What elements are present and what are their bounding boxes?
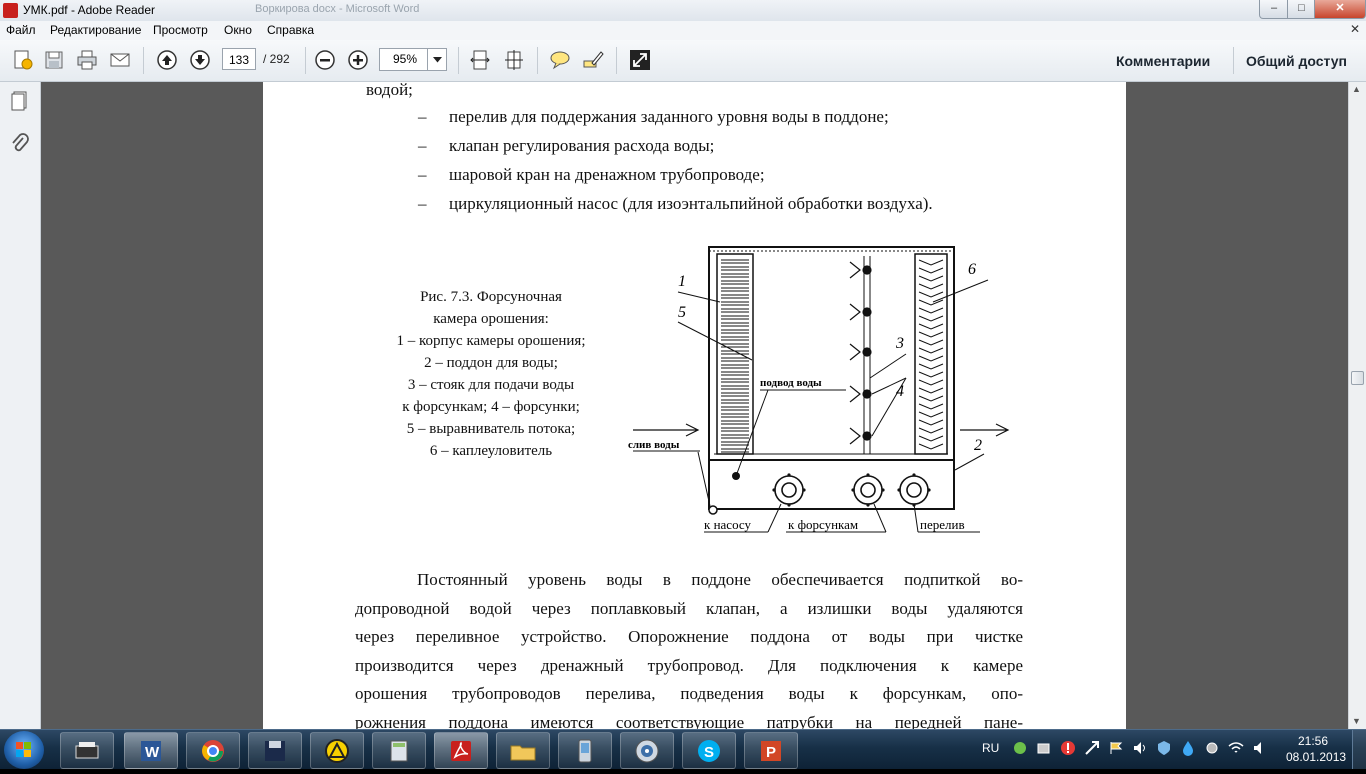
tray-app-icon[interactable] — [1012, 740, 1028, 756]
bullet-item: перелив для поддержания заданного уровня… — [449, 107, 889, 126]
taskbar-save-icon[interactable] — [248, 732, 302, 769]
body-paragraph: Постоянный уровень воды в поддоне обеспе… — [355, 570, 1023, 729]
zoom-out-icon[interactable] — [313, 48, 337, 72]
clock-time[interactable]: 21:56 — [1298, 734, 1329, 748]
wifi-icon[interactable] — [1228, 740, 1244, 756]
taskbar-folder-icon[interactable] — [496, 732, 550, 769]
svg-text:к насосу: к насосу — [704, 517, 751, 532]
page-total: / 292 — [263, 52, 290, 66]
zoom-select[interactable]: 95% — [379, 48, 447, 71]
scroll-up-icon[interactable]: ▲ — [1352, 84, 1361, 94]
highlight-icon[interactable] — [581, 48, 605, 72]
show-desktop-button[interactable] — [1352, 730, 1366, 769]
menu-window[interactable]: Окно — [224, 23, 252, 37]
menu-help[interactable]: Справка — [267, 23, 315, 37]
security-icon[interactable] — [1156, 740, 1172, 756]
svg-text:к форсункам: к форсункам — [788, 517, 858, 532]
scroll-thumb[interactable] — [1351, 371, 1364, 385]
svg-text:6: 6 — [968, 261, 976, 278]
fit-width-icon[interactable] — [468, 48, 492, 72]
svg-text:4: 4 — [896, 383, 904, 400]
svg-text:подвод воды: подвод воды — [760, 377, 822, 389]
document-viewport[interactable]: водой; – перелив для поддержания заданно… — [41, 82, 1348, 729]
tray-settings-icon[interactable] — [1204, 740, 1220, 756]
speaker-icon[interactable] — [1252, 740, 1268, 756]
svg-text:перелив: перелив — [920, 517, 965, 532]
menu-file[interactable]: Файл — [6, 23, 36, 37]
alert-icon[interactable] — [1060, 740, 1076, 756]
minimize-button[interactable]: ‒ — [1259, 0, 1289, 19]
taskbar-adobe-reader-icon[interactable] — [434, 732, 488, 769]
previous-page-icon[interactable] — [155, 48, 179, 72]
taskbar-chrome-icon[interactable] — [186, 732, 240, 769]
taskbar-skype-icon[interactable]: S — [682, 732, 736, 769]
bullet-item: циркуляционный насос (для изоэнтальпийно… — [449, 194, 933, 213]
save-icon[interactable] — [42, 48, 66, 72]
comments-button[interactable]: Комментарии — [1116, 53, 1211, 69]
title-bar: УМК.pdf - Adobe Reader Воркирова dоcx - … — [0, 0, 1366, 22]
fullscreen-icon[interactable] — [628, 48, 652, 72]
menu-view[interactable]: Просмотр — [153, 23, 208, 37]
email-icon[interactable] — [108, 48, 132, 72]
zoom-value: 95% — [392, 52, 418, 66]
bullet-item: клапан регулирования расхода воды; — [449, 136, 715, 155]
comment-icon[interactable] — [548, 48, 572, 72]
close-window-button[interactable]: ✕ — [1314, 0, 1366, 19]
battery-icon[interactable] — [1036, 740, 1052, 756]
create-pdf-icon[interactable] — [10, 48, 34, 72]
taskbar-scanner-icon[interactable] — [60, 732, 114, 769]
spray-chamber-diagram: 1 5 6 3 4 2 подвод воды слив воды к насо… — [628, 246, 1010, 533]
taskbar-app-icon[interactable] — [310, 732, 364, 769]
fit-page-icon[interactable] — [502, 48, 526, 72]
zoom-in-icon[interactable] — [346, 48, 370, 72]
window-title: УМК.pdf - Adobe Reader — [23, 3, 156, 17]
text-fragment: водой; — [366, 82, 413, 99]
start-button[interactable] — [4, 731, 44, 769]
page-thumbnails-icon[interactable] — [8, 89, 32, 113]
svg-text:2: 2 — [974, 437, 982, 454]
toolbar: Комментарии Общий доступ — [0, 40, 1366, 82]
taskbar-word-icon[interactable]: W — [124, 732, 178, 769]
adobe-reader-icon — [3, 3, 18, 18]
background-window-title: Воркирова dоcx - Microsoft Word — [255, 3, 420, 15]
svg-text:S: S — [704, 744, 714, 761]
attachments-icon[interactable] — [8, 132, 32, 156]
menu-bar: Файл Редактирование Просмотр Окно Справк… — [0, 21, 1366, 41]
figure-caption: Рис. 7.3. Форсуночная камера орошения: 1… — [396, 289, 586, 459]
next-page-icon[interactable] — [188, 48, 212, 72]
menu-edit[interactable]: Редактирование — [50, 23, 142, 37]
tray-arrow-icon[interactable] — [1084, 740, 1100, 756]
pdf-page: водой; – перелив для поддержания заданно… — [263, 82, 1126, 729]
svg-text:слив воды: слив воды — [628, 439, 680, 451]
taskbar-media-icon[interactable] — [620, 732, 674, 769]
svg-text:P: P — [766, 744, 776, 761]
maximize-button[interactable]: □ — [1287, 0, 1316, 19]
taskbar-phone-icon[interactable] — [558, 732, 612, 769]
navigation-pane — [0, 82, 41, 729]
network-flag-icon[interactable] — [1108, 740, 1124, 756]
print-icon[interactable] — [75, 48, 99, 72]
language-indicator[interactable]: RU — [982, 741, 1000, 755]
svg-text:5: 5 — [678, 304, 686, 321]
taskbar-calculator-icon[interactable] — [372, 732, 426, 769]
volume-icon[interactable] — [1132, 740, 1148, 756]
scroll-down-icon[interactable]: ▼ — [1352, 716, 1361, 726]
tray-drop-icon[interactable] — [1180, 740, 1196, 756]
taskbar: W S P RU 21:56 08.01.2013 — [0, 729, 1366, 769]
page-number-input[interactable]: 133 — [222, 48, 256, 70]
svg-text:1: 1 — [678, 273, 686, 290]
bullet-item: шаровой кран на дренажном трубопроводе; — [449, 165, 765, 184]
share-button[interactable]: Общий доступ — [1246, 53, 1347, 69]
vertical-scrollbar[interactable]: ▲ ▼ — [1348, 82, 1366, 729]
taskbar-powerpoint-icon[interactable]: P — [744, 732, 798, 769]
svg-text:3: 3 — [895, 335, 904, 352]
chevron-down-icon[interactable] — [427, 49, 446, 70]
svg-text:W: W — [145, 744, 160, 761]
close-document-button[interactable]: ✕ — [1349, 22, 1360, 36]
clock-date[interactable]: 08.01.2013 — [1286, 750, 1347, 764]
